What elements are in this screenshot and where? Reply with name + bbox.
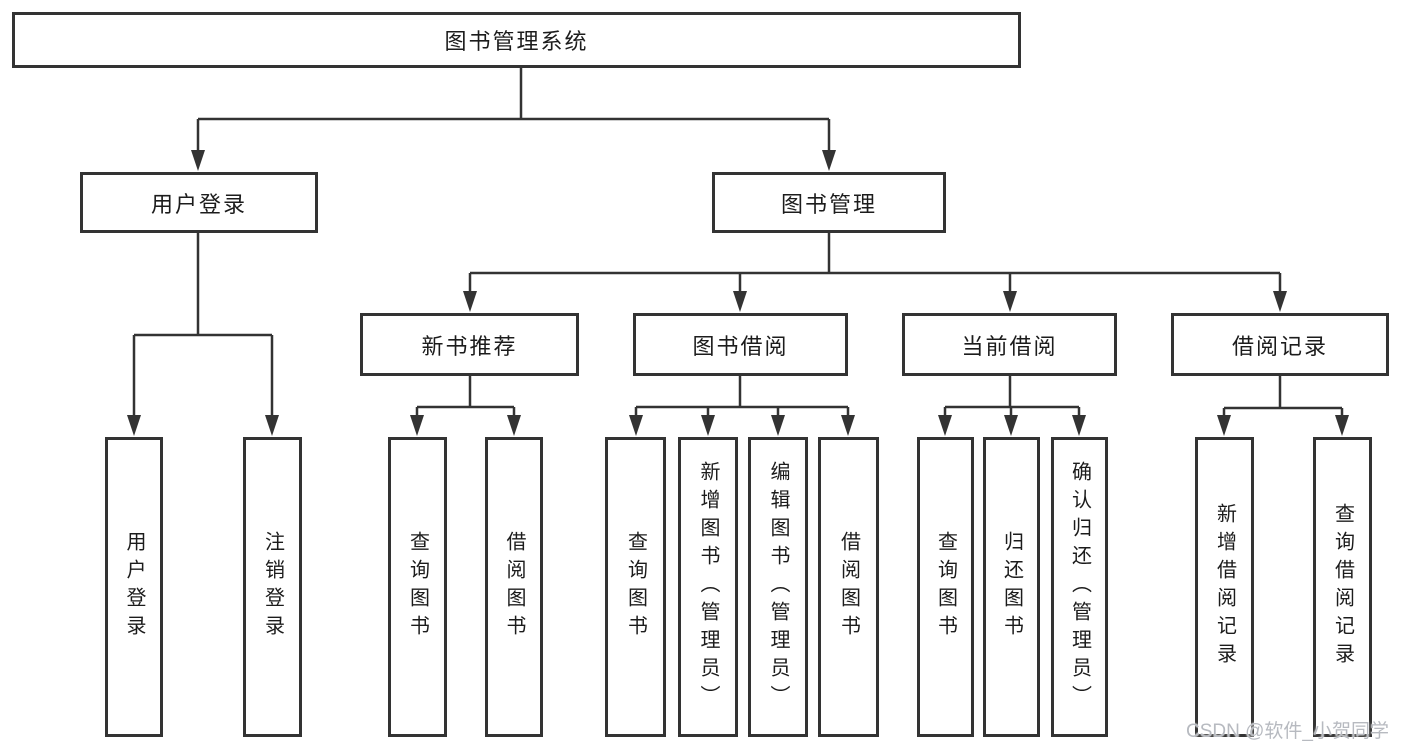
leaf-query-books-recommend-label: 查询图书 bbox=[406, 531, 429, 643]
leaf-user-login-label: 用户登录 bbox=[123, 531, 145, 643]
leaf-query-books-recommend: 查询图书 bbox=[388, 437, 447, 737]
leaf-logout-label: 注销登录 bbox=[261, 531, 284, 643]
leaf-borrow-books-recommend: 借阅图书 bbox=[485, 437, 543, 737]
leaf-return-book: 归还图书 bbox=[983, 437, 1040, 737]
node-current-borrow: 当前借阅 bbox=[902, 313, 1117, 376]
node-book-borrow-label: 图书借阅 bbox=[692, 333, 789, 359]
node-book-management-label: 图书管理 bbox=[780, 191, 877, 217]
node-new-book-recommend-label: 新书推荐 bbox=[421, 333, 518, 359]
leaf-logout: 注销登录 bbox=[243, 437, 302, 737]
leaf-borrow-books: 借阅图书 bbox=[818, 437, 879, 737]
node-user-login: 用户登录 bbox=[80, 172, 318, 233]
connector-root bbox=[196, 68, 831, 152]
connector-borrow-records bbox=[1222, 376, 1344, 417]
leaf-user-login: 用户登录 bbox=[105, 437, 163, 737]
node-root-label: 图书管理系统 bbox=[444, 29, 589, 54]
node-borrow-records-label: 借阅记录 bbox=[1231, 333, 1328, 359]
node-borrow-records: 借阅记录 bbox=[1171, 313, 1389, 376]
connector-new-book-recommend bbox=[415, 376, 516, 417]
leaf-query-borrow-record: 查询借阅记录 bbox=[1313, 437, 1372, 737]
leaf-add-borrow-record-label: 新增借阅记录 bbox=[1213, 503, 1236, 671]
connector-user-login bbox=[132, 233, 274, 417]
connector-book-management bbox=[468, 233, 1282, 293]
node-new-book-recommend: 新书推荐 bbox=[360, 313, 579, 376]
leaf-edit-book-admin-label: 编辑图书（管理员） bbox=[767, 461, 789, 713]
leaf-query-books-borrow: 查询图书 bbox=[605, 437, 666, 737]
leaf-add-book-admin-label: 新增图书（管理员） bbox=[697, 461, 719, 713]
leaf-borrow-books-label: 借阅图书 bbox=[837, 531, 860, 643]
leaf-query-borrow-record-label: 查询借阅记录 bbox=[1331, 503, 1354, 671]
node-root: 图书管理系统 bbox=[12, 12, 1021, 68]
connector-book-borrow bbox=[634, 376, 850, 417]
node-current-borrow-label: 当前借阅 bbox=[961, 333, 1058, 359]
connector-current-borrow bbox=[943, 376, 1081, 417]
leaf-borrow-books-recommend-label: 借阅图书 bbox=[503, 531, 525, 643]
watermark: CSDN @软件_小贺同学 bbox=[1186, 721, 1389, 742]
leaf-query-books-current-label: 查询图书 bbox=[934, 531, 957, 643]
leaf-confirm-return-admin-label: 确认归还（管理员） bbox=[1068, 461, 1091, 713]
leaf-add-borrow-record: 新增借阅记录 bbox=[1195, 437, 1254, 737]
node-book-borrow: 图书借阅 bbox=[633, 313, 848, 376]
leaf-query-books-current: 查询图书 bbox=[917, 437, 974, 737]
leaf-return-book-label: 归还图书 bbox=[1000, 531, 1023, 643]
leaf-edit-book-admin: 编辑图书（管理员） bbox=[748, 437, 808, 737]
node-user-login-label: 用户登录 bbox=[150, 191, 247, 217]
leaf-confirm-return-admin: 确认归还（管理员） bbox=[1051, 437, 1108, 737]
node-book-management: 图书管理 bbox=[712, 172, 946, 233]
arrowheads bbox=[127, 150, 1349, 436]
leaf-add-book-admin: 新增图书（管理员） bbox=[678, 437, 738, 737]
leaf-query-books-borrow-label: 查询图书 bbox=[624, 531, 647, 643]
